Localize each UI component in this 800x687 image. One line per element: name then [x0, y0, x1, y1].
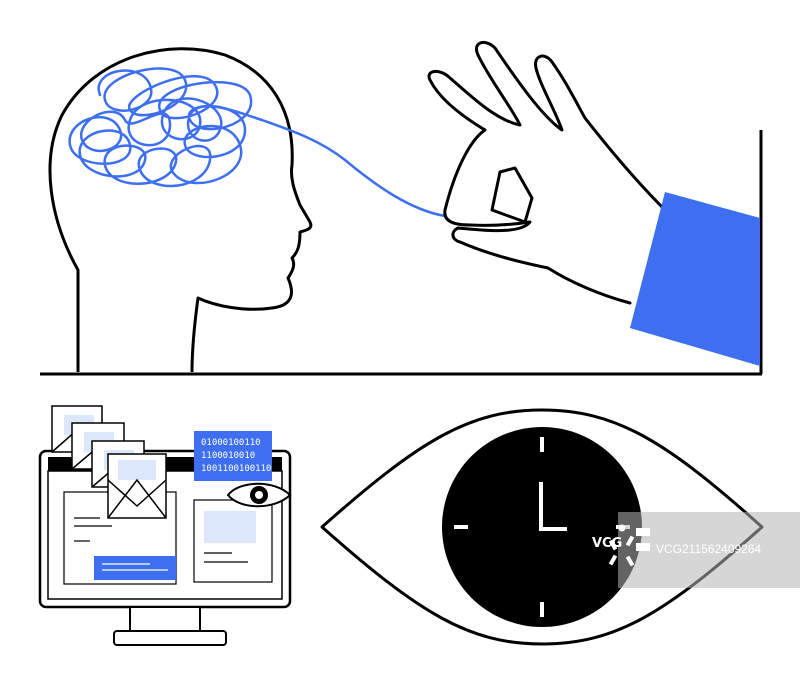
- watermark-id: VCG211562409264: [656, 542, 762, 556]
- pinching-hand-icon: [427, 40, 667, 305]
- binary-panel: [194, 431, 272, 481]
- doc-image-placeholder: [204, 511, 256, 543]
- monitor-base: [113, 630, 227, 646]
- top-scene: [40, 40, 763, 376]
- envelope-icon: [107, 478, 167, 519]
- envelope-flap: [107, 479, 167, 508]
- watermark-logo: [608, 524, 650, 567]
- binary-line: 1100010010: [201, 451, 255, 461]
- watermark-logo-dot: [618, 524, 626, 532]
- watermark-logo-bar: [608, 554, 618, 566]
- watermark-logo-bar: [625, 555, 635, 567]
- highlight-bar: [94, 556, 176, 580]
- watermark-logo-bar: [608, 539, 618, 551]
- sleeve: [630, 192, 760, 366]
- watermark-logo-bar: [636, 528, 650, 536]
- finger-gap: [490, 166, 534, 224]
- monitor-neck: [129, 606, 201, 632]
- eye-pupil: [255, 491, 263, 499]
- watermark-logo-bar: [625, 535, 635, 547]
- binary-line: 1001100100110: [201, 464, 271, 474]
- envelope-stack: [51, 405, 167, 519]
- watermark: VCG VCG211562409264: [592, 512, 800, 588]
- clock-hands: [539, 482, 567, 531]
- watermark-logo-bar: [636, 543, 650, 551]
- watermark-brand: VCG: [592, 536, 622, 551]
- email-card-fill: [118, 460, 156, 480]
- computer-scene: 01000100110 1100010010 1001100100110: [38, 405, 292, 646]
- tangled-thought-icon: [68, 67, 447, 218]
- binary-line: 01000100110: [201, 438, 261, 448]
- head-silhouette-icon: [48, 47, 313, 373]
